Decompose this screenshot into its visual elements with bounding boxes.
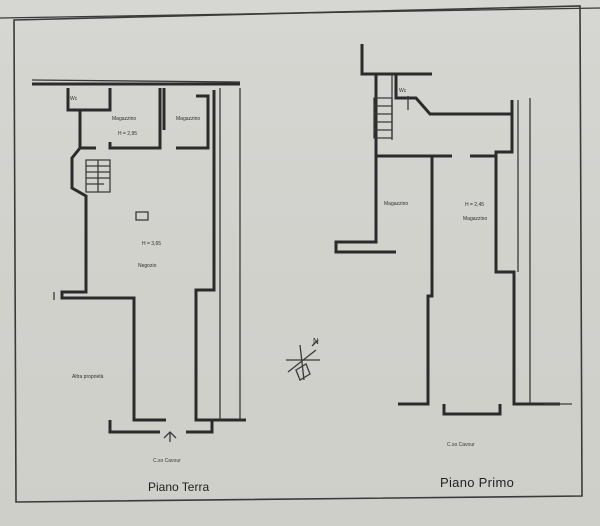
ground-wc-label: Wc (70, 96, 78, 102)
first-right-wall (494, 100, 560, 406)
ground-outer-lines (53, 88, 241, 420)
ground-right-front-wall (186, 420, 214, 434)
first-left-outer-wall (334, 44, 396, 254)
first-magazzino-1-label: Magazzino (384, 201, 408, 207)
first-floor-title: Piano Primo (440, 475, 515, 490)
first-outer-lines (391, 74, 572, 405)
top-edge-line (0, 7, 600, 19)
ground-inner-wall-2 (162, 88, 210, 150)
ground-inner-wall-1 (68, 88, 162, 150)
ground-left-front-wall (108, 420, 160, 434)
ground-floor-plan: Wc Magazzino H = 2,95 Magazzino H = 3,65… (31, 79, 246, 464)
first-front-wall (442, 404, 502, 416)
ground-top-outline (31, 79, 241, 83)
first-staircase (373, 97, 393, 139)
first-wc-label: Wc (399, 88, 407, 94)
ground-negozio-height: H = 3,65 (142, 241, 161, 247)
ground-entrance-arrow-icon (163, 431, 177, 442)
ground-floor-title: Piano Terra (148, 480, 210, 494)
first-magazzino-2-height: H = 2,45 (465, 202, 484, 208)
ground-magazzino-2-label: Magazzino (176, 116, 200, 122)
ground-magazzino-1-height: H = 2,95 (118, 131, 137, 137)
ground-staircase (85, 159, 111, 193)
first-inner-walls (376, 154, 496, 406)
first-street-label: C.so Cavour (447, 442, 475, 448)
ground-other-property-label: Altra proprietà (72, 374, 104, 380)
first-magazzino-2-label: Magazzino (463, 216, 487, 222)
ground-left-wall (60, 88, 166, 422)
ground-street-label: C.so Cavour (153, 458, 181, 464)
sheet-frame (13, 5, 583, 503)
first-top-wall (376, 72, 512, 116)
ground-pillar (135, 211, 149, 221)
ground-negozio-label: Negozio (138, 263, 157, 269)
north-compass-icon: N (286, 337, 320, 381)
ground-magazzino-1-label: Magazzino (112, 116, 136, 122)
compass-north-label: N (313, 337, 319, 346)
ground-right-wall (194, 90, 246, 422)
first-floor-plan: Wc Magazzino H = 2,45 Magazzino C.so Cav… (334, 44, 572, 448)
